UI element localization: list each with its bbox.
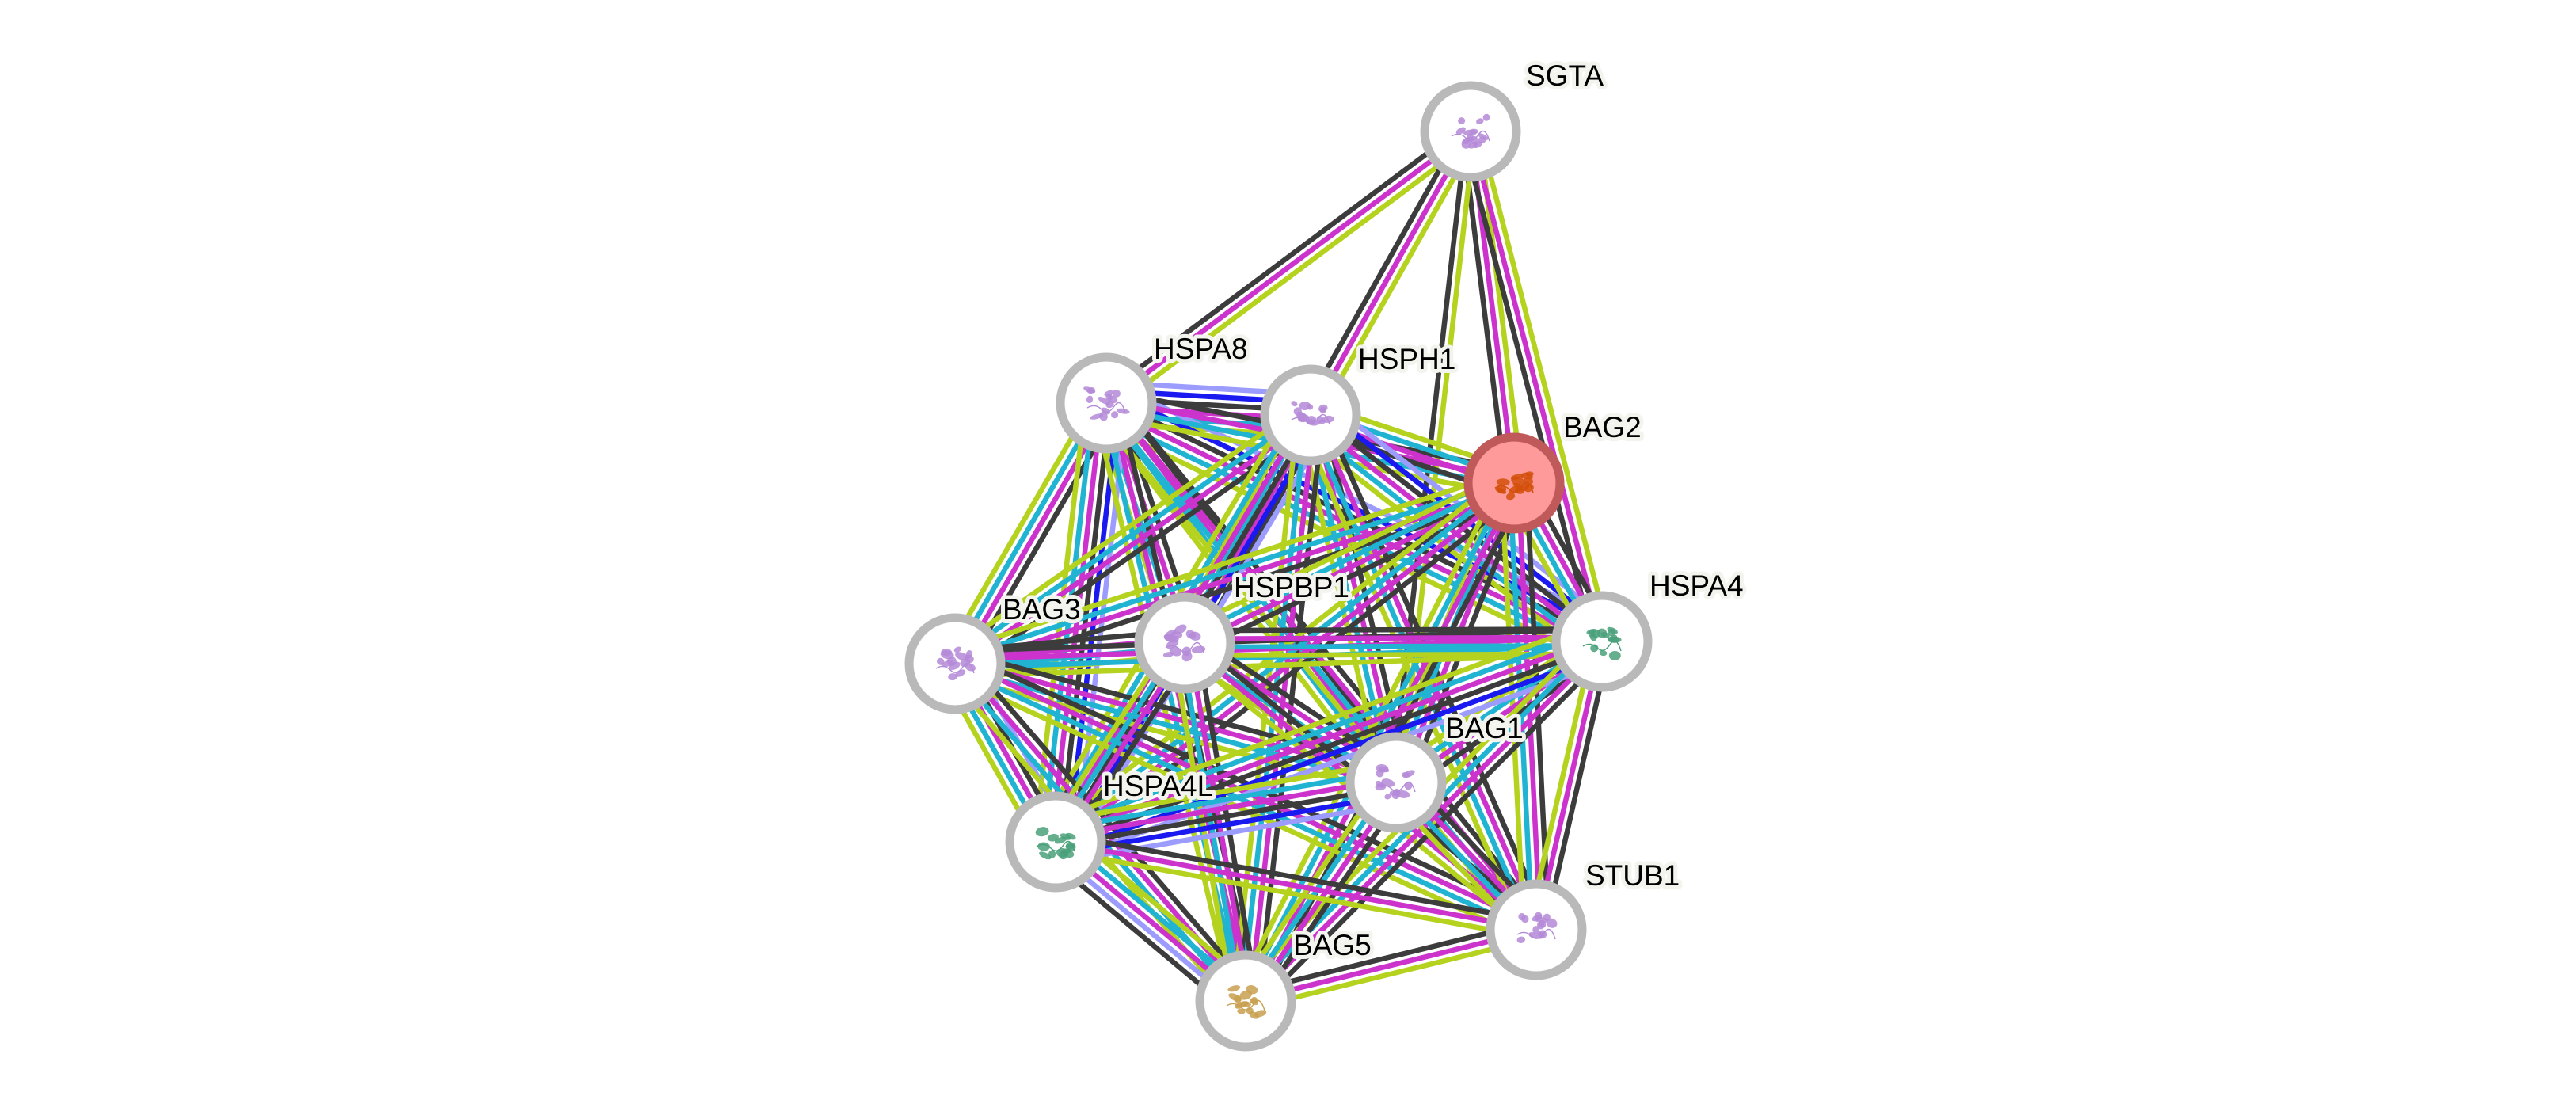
node-label: HSPBP1 [1234,571,1349,603]
edge-evidence-textmining[interactable] [1476,128,1613,641]
edge-evidence-textmining[interactable] [1315,134,1480,421]
edge-evidence-coexpression[interactable] [1056,403,1113,843]
node-label: HSPA4 [1649,569,1744,602]
node-hsph1[interactable]: HSPH1 [1260,339,1459,466]
edge-evidence-experiments[interactable] [1308,130,1473,417]
protein-structure-icon [1083,386,1130,421]
edge-evidence-textmining[interactable] [1246,935,1539,1012]
node-label: HSPH1 [1358,343,1455,375]
protein-structure-icon [1291,401,1334,426]
node-hspa4[interactable]: HSPA4 [1551,565,1748,692]
edge-evidence-coexpression[interactable] [1056,783,1398,849]
edge-evidence-textmining[interactable] [1109,135,1478,413]
edge-bag2-hspbp1[interactable] [1178,469,1521,657]
node-label: STUB1 [1585,859,1680,892]
node-circle[interactable] [1260,364,1361,466]
edge-evidence-databases[interactable] [1050,627,1599,833]
edge-evidence-experiments[interactable] [1185,484,1517,649]
node-sgta[interactable]: SGTA [1420,55,1608,182]
node-bag2[interactable]: BAG2 [1463,407,1646,534]
node-label: BAG2 [1563,411,1642,443]
edge-evidence-coexpression[interactable] [1056,831,1539,924]
node-circle[interactable] [1551,591,1653,692]
edge-hspa8-bag3[interactable] [942,395,1120,672]
node-label: BAG5 [1293,929,1372,961]
node-circle[interactable] [1345,732,1447,833]
edge-evidence-textmining[interactable] [946,402,1305,656]
edge-evidence-experiments[interactable] [1185,641,1253,1001]
node-bag3[interactable]: BAG3 [904,589,1085,714]
edge-evidence-databases[interactable] [1181,477,1514,642]
edge-evidence-databases[interactable] [952,664,1536,936]
edge-evidence-databases[interactable] [951,409,1310,663]
edge-evidence-databases[interactable] [1051,478,1513,841]
edge-evidence-coexpression[interactable] [963,408,1120,672]
node-circle[interactable] [1195,950,1296,1052]
edge-evidence-textmining[interactable] [1170,645,1236,1004]
edge-evidence-experiments[interactable] [1054,775,1396,841]
edge-evidence-coexpression[interactable] [1194,640,1261,999]
node-label: SGTA [1526,59,1604,92]
edge-evidence-textmining[interactable] [950,468,1512,655]
edge-evidence-textmining[interactable] [949,672,1532,944]
edge-evidence-databases[interactable] [1178,643,1245,1003]
edge-evidence-experiments[interactable] [1184,634,1602,642]
edge-evidence-textmining[interactable] [1032,400,1089,840]
edge-evidence-databases[interactable] [1052,767,1395,832]
edge-evidence-experiments[interactable] [956,416,1315,669]
node-stub1[interactable]: STUB1 [1486,855,1684,980]
edge-evidence-experiments[interactable] [1105,129,1472,405]
protein-structure-icon [1226,985,1267,1019]
node-label: HSPA8 [1154,333,1248,365]
edge-evidence-databases[interactable] [953,476,1514,663]
protein-structure-icon [1451,113,1490,149]
edge-evidence-experiments[interactable] [1246,415,1318,1002]
edge-evidence-databases[interactable] [949,399,1105,663]
protein-structure-icon [935,646,976,681]
protein-structure-icon [1162,624,1206,662]
protein-structure-icon [1375,764,1416,800]
edge-hspa4l-stub1[interactable] [1053,831,1539,941]
edge-evidence-coexpression[interactable] [1242,919,1535,995]
edge-evidence-experiments[interactable] [1306,416,1601,647]
edge-evidence-textmining[interactable] [1232,476,1505,997]
node-circle[interactable] [1134,592,1235,694]
protein-structure-icon [1035,827,1076,860]
node-hspa8[interactable]: HSPA8 [1056,329,1252,454]
node-bag5[interactable]: BAG5 [1195,925,1376,1052]
edge-evidence-textmining[interactable] [1296,419,1528,936]
edge-evidence-experiments[interactable] [956,404,1113,668]
edge-evidence-textmining[interactable] [1047,619,1596,825]
edge-hspbp1-bag5[interactable] [1170,640,1261,1004]
edge-evidence-databases[interactable] [1185,642,1603,650]
protein-structure-icon [1582,626,1622,660]
edge-evidence-experiments[interactable] [1055,839,1537,933]
edge-evidence-coexpression[interactable] [1189,492,1521,657]
node-hspa4l[interactable]: HSPA4L [1005,766,1217,893]
edge-evidence-coexpression[interactable] [1301,126,1466,413]
node-label: HSPA4L [1103,770,1213,802]
node-bag1[interactable]: BAG1 [1345,708,1528,833]
node-label: BAG3 [1003,593,1081,626]
edge-evidence-coexpression[interactable] [1061,490,1524,854]
protein-structure-icon [1494,471,1534,501]
edge-evidence-coexpression[interactable] [1099,122,1467,399]
edge-sgta-hspa8[interactable] [1099,122,1478,413]
edge-evidence-textmining[interactable] [942,395,1098,659]
edge-evidence-experiments[interactable] [955,484,1516,671]
edge-evidence-textmining[interactable] [1185,651,1603,658]
node-hspbp1[interactable]: HSPBP1 [1134,567,1353,694]
edge-evidence-experiments[interactable] [1467,131,1605,642]
edge-evidence-textmining[interactable] [1053,847,1535,941]
edge-evidence-textmining[interactable] [1178,469,1510,634]
edge-evidence-coexpression[interactable] [1184,626,1602,634]
edge-sgta-hsph1[interactable] [1301,126,1480,421]
edge-evidence-textmining[interactable] [1051,759,1394,824]
node-label: BAG1 [1445,712,1524,744]
protein-structure-icon [1516,912,1558,943]
